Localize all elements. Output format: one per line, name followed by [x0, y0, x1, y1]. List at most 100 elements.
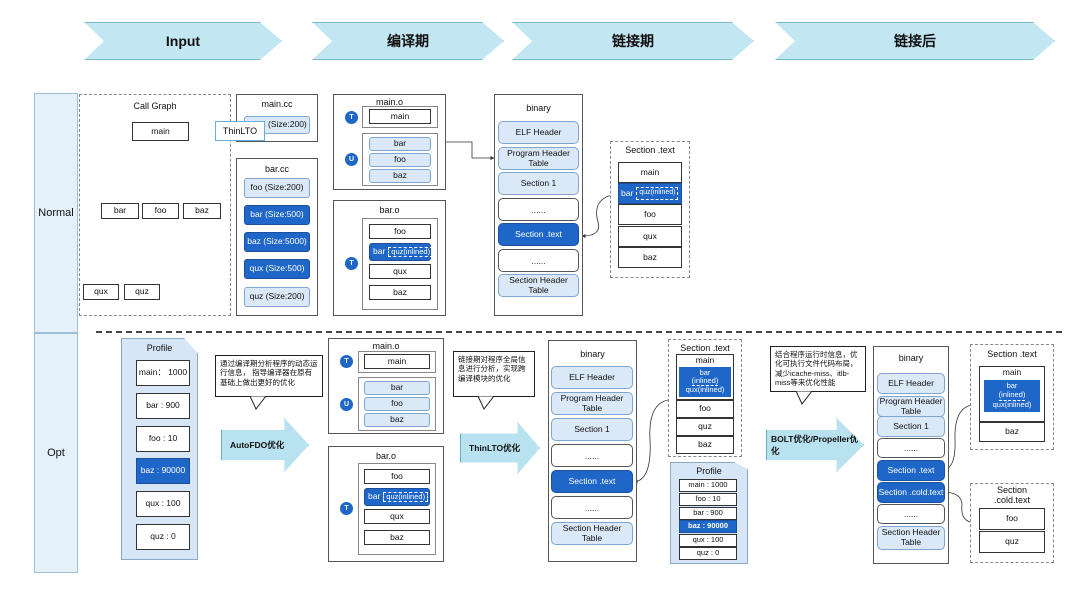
bar-cc-item-baz: baz (Size:5000)	[244, 232, 310, 252]
thinlto-tag: ThinLTO	[215, 121, 265, 141]
normal-binary-title: binary	[526, 103, 551, 113]
opt-st2-main: main	[1002, 367, 1022, 377]
opt-profile-main: main： 1000	[136, 360, 190, 386]
normal-binary-text: Section .text	[498, 223, 579, 246]
opt-section-text-title: Section .text	[680, 343, 730, 353]
normal-binary-sec1: Section 1	[498, 172, 579, 195]
opt-bar-o-qux: qux	[364, 509, 430, 524]
u-symbol-icon: U	[345, 153, 358, 166]
t-symbol-icon: T	[345, 111, 358, 124]
opt-profile2-quz: quz : 0	[679, 547, 737, 560]
opt-st-bar-block: bar (inlined) qux(inlined)	[679, 366, 731, 397]
opt-binary-text: Section .text	[551, 470, 633, 493]
phase-input: Input	[84, 22, 282, 60]
opt-profile-title: Profile	[146, 343, 173, 353]
cg-node-baz: baz	[183, 203, 221, 219]
opt-st-baz: baz	[676, 436, 734, 454]
opt-cold-foo: foo	[979, 508, 1045, 530]
opt-bar-o-baz: baz	[364, 530, 430, 545]
opt-profile2-qux: qux : 100	[679, 534, 737, 547]
opt-section-cold-title: Section .cold.text	[993, 485, 1031, 505]
normal-bar-o-qux: qux	[369, 264, 431, 279]
opt-main-o-bar: bar	[364, 381, 430, 395]
u-symbol-icon: U	[340, 398, 353, 411]
note-bolt-pointer	[796, 391, 813, 405]
cg-node-bar: bar	[101, 203, 139, 219]
main-cc-title: main.cc	[261, 99, 293, 109]
normal-st-foo: foo	[618, 204, 682, 225]
bar-cc-title: bar.cc	[264, 164, 289, 174]
row-label-opt: Opt	[34, 333, 78, 573]
opt-binary2-text: Section .text	[877, 460, 945, 481]
normal-bar-o-inlined: quz(inlined)	[388, 246, 434, 258]
opt-section-text2-title: Section .text	[987, 349, 1037, 359]
opt-profile2-main: main : 1000	[679, 479, 737, 492]
opt-profile-quz: quz : 0	[136, 524, 190, 550]
bar-cc-item-quz: quz (Size:200)	[244, 287, 310, 307]
bar-cc-item-bar: bar (Size:500)	[244, 205, 310, 225]
cg-node-main: main	[132, 122, 189, 141]
opt-binary2-cold: Section .cold.text	[877, 482, 945, 503]
note-thinlto-pointer	[478, 396, 495, 410]
opt-binary2-ellipsis2: ......	[877, 504, 945, 524]
opt-binary2-title: binary	[898, 353, 924, 363]
note-autofdo: 通过编译期分析程序的动态运行信息， 指导编译器在原有基础上做出更好的优化	[215, 355, 323, 397]
opt-main-o-main: main	[364, 354, 430, 369]
opt-st2-baz: baz	[979, 422, 1045, 442]
normal-st-main: main	[618, 162, 682, 183]
opt-binary2-sht: Section Header Table	[877, 526, 945, 550]
t-symbol-icon: T	[345, 257, 358, 270]
normal-bar-o-foo: foo	[369, 224, 431, 239]
opt-st-main-group: main bar (inlined) qux(inlined)	[676, 354, 734, 400]
row-divider	[96, 331, 1062, 333]
opt-profile-baz: baz : 90000	[136, 458, 190, 484]
opt-bar-o-title: bar.o	[375, 451, 397, 461]
opt-st2-inl2: qux(inlined)	[992, 399, 1032, 409]
opt-main-o-baz: baz	[364, 413, 430, 427]
opt-profile2-foo: foo : 10	[679, 493, 737, 506]
phase-link: 链接期	[512, 22, 754, 60]
normal-bar-o-title: bar.o	[379, 205, 400, 215]
normal-bar-o-baz: baz	[369, 285, 431, 300]
normal-section-text-title: Section .text	[625, 145, 675, 155]
opt-binary-title: binary	[580, 349, 605, 359]
opt-profile2-baz: baz : 90000	[679, 520, 737, 533]
cg-node-quz: quz	[124, 284, 160, 300]
note-thinlto: 链接期对程序全局信息进行分析，实现跨编译模块的优化	[453, 351, 535, 397]
opt-bar-o-inlined: quz(inlined)	[383, 491, 429, 503]
opt-binary-pht: Program Header Table	[551, 392, 633, 415]
opt-st2-inl1: (inlined)	[998, 389, 1026, 401]
opt-profile2-bar: bar : 900	[679, 507, 737, 520]
normal-main-o-bar: bar	[369, 137, 431, 151]
normal-binary-pht: Program Header Table	[498, 147, 579, 170]
note-bolt: 结合程序运行时信息，优化可执行文件代码布局，减少icache-miss、itlb…	[770, 346, 866, 392]
opt-st-quz: quz	[676, 418, 734, 436]
opt-profile2-title: Profile	[696, 466, 722, 476]
note-autofdo-pointer	[250, 396, 267, 410]
opt-st-foo: foo	[676, 400, 734, 418]
opt-st-main: main	[695, 355, 715, 365]
opt-profile-bar: bar : 900	[136, 393, 190, 419]
callgraph-title: Call Graph	[133, 101, 177, 111]
normal-main-o-baz: baz	[369, 169, 431, 183]
opt-st-inl2: qux(inlined)	[685, 385, 725, 395]
t-symbol-icon: T	[340, 355, 353, 368]
bar-cc-item-qux: qux (Size:500)	[244, 259, 310, 279]
opt-binary2-ellipsis1: ......	[877, 438, 945, 458]
opt-binary2-pht: Program Header Table	[877, 396, 945, 417]
opt-st2-main-group: main bar (inlined) qux(inlined)	[979, 366, 1045, 422]
normal-st-inlined: quz(inlined)	[636, 187, 679, 200]
opt-binary-sht: Section Header Table	[551, 522, 633, 545]
opt-bar-o-foo: foo	[364, 469, 430, 484]
opt-binary-ellipsis1: ......	[551, 444, 633, 467]
opt-main-o-foo: foo	[364, 397, 430, 411]
bar-cc-item-foo: foo (Size:200)	[244, 178, 310, 198]
normal-main-o-title: main.o	[375, 97, 403, 107]
normal-st-baz: baz	[618, 247, 682, 268]
opt-st2-bar-block: bar (inlined) qux(inlined)	[984, 379, 1040, 412]
opt-main-o-title: main.o	[372, 341, 400, 351]
normal-binary-ellipsis2: ......	[498, 249, 579, 272]
opt-st-bar: bar	[699, 367, 711, 377]
